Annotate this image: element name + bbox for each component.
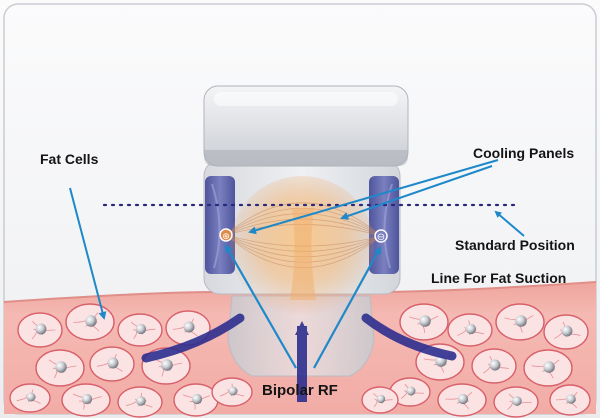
fat-cell-icon xyxy=(549,384,591,416)
fat-cell-icon xyxy=(523,349,573,387)
fat-cell-icon xyxy=(399,303,449,341)
sphere-nucleus-icon xyxy=(406,386,416,396)
fat-cell-icon xyxy=(495,303,545,341)
bipolar-rf-label: Bipolar RF xyxy=(262,382,338,399)
sphere-nucleus-icon xyxy=(512,396,522,406)
sphere-nucleus-icon xyxy=(183,321,195,333)
sphere-nucleus-icon xyxy=(161,359,173,371)
sphere-nucleus-icon xyxy=(135,323,147,335)
electrode-right-symbol: ⊖ xyxy=(377,232,385,243)
fat-cell-icon xyxy=(447,313,493,347)
fat-suction-line-label: Line For Fat Suction xyxy=(431,270,567,286)
sphere-nucleus-icon xyxy=(55,361,67,373)
fat-cell-icon xyxy=(9,383,51,413)
fat-cell-icon xyxy=(211,377,253,407)
sphere-nucleus-icon xyxy=(376,394,386,404)
electrode-left-symbol: ⊕ xyxy=(222,232,230,242)
electrode-right-icon xyxy=(374,229,388,243)
fat-cells-label: Fat Cells xyxy=(40,151,99,167)
fat-cell-icon xyxy=(61,383,111,417)
suction-arrow-left xyxy=(141,313,245,363)
applicator-cap-highlight xyxy=(214,92,398,106)
fat-cells-group xyxy=(9,303,591,418)
cooling-pointer-arrow-left-icon xyxy=(248,159,499,235)
standard-position-label: Standard Position xyxy=(455,237,575,253)
fat-cell-icon xyxy=(173,383,219,417)
cooling-panel-left-inner xyxy=(211,183,221,269)
fat-cell-icon xyxy=(437,383,487,417)
sphere-nucleus-icon xyxy=(543,361,555,373)
fat-cell-icon xyxy=(89,346,135,382)
fat-cell-icon xyxy=(493,386,539,418)
sphere-nucleus-icon xyxy=(489,359,501,371)
fat-cell-icon xyxy=(65,303,115,341)
electrode-left-icon xyxy=(219,228,233,242)
rf-field-line xyxy=(225,202,382,237)
sphere-nucleus-icon xyxy=(81,393,93,405)
sphere-nucleus-icon xyxy=(107,357,119,369)
fat-cell-icon xyxy=(117,386,163,418)
cooling-panel-right-inner xyxy=(383,183,393,269)
sphere-nucleus-icon xyxy=(419,315,431,327)
rf-central-beam xyxy=(290,208,316,300)
sphere-nucleus-icon xyxy=(35,323,47,335)
fat-cell-icon xyxy=(543,314,589,350)
sphere-nucleus-icon xyxy=(465,323,477,335)
fat-cell-icon xyxy=(117,313,163,347)
bipolar-rf-pointer-arrow-right-icon xyxy=(313,246,381,369)
fat-cell-icon xyxy=(471,348,517,384)
sphere-nucleus-icon xyxy=(457,393,469,405)
sphere-nucleus-icon xyxy=(566,394,576,404)
sphere-nucleus-icon xyxy=(26,392,36,402)
standard-position-pointer-arrow-icon xyxy=(494,210,525,237)
sphere-nucleus-icon xyxy=(561,325,573,337)
fat-cell-icon xyxy=(35,349,85,387)
sphere-nucleus-icon xyxy=(85,315,97,327)
applicator-cap-shadow xyxy=(204,150,408,166)
bipolar-rf-pointer-arrow-left-icon xyxy=(225,244,297,369)
fat-cells-pointer-arrow-icon xyxy=(69,187,107,320)
sphere-nucleus-icon xyxy=(515,315,527,327)
cooling-panels-label: Cooling Panels xyxy=(473,145,575,161)
suction-arrow-right xyxy=(361,313,457,361)
cooling-pointer-arrow-right-icon xyxy=(340,165,493,220)
sphere-nucleus-icon xyxy=(136,396,146,406)
sphere-nucleus-icon xyxy=(191,393,203,405)
sphere-nucleus-icon xyxy=(228,386,238,396)
fat-cell-icon xyxy=(361,386,399,414)
fat-cell-icon xyxy=(17,312,63,348)
